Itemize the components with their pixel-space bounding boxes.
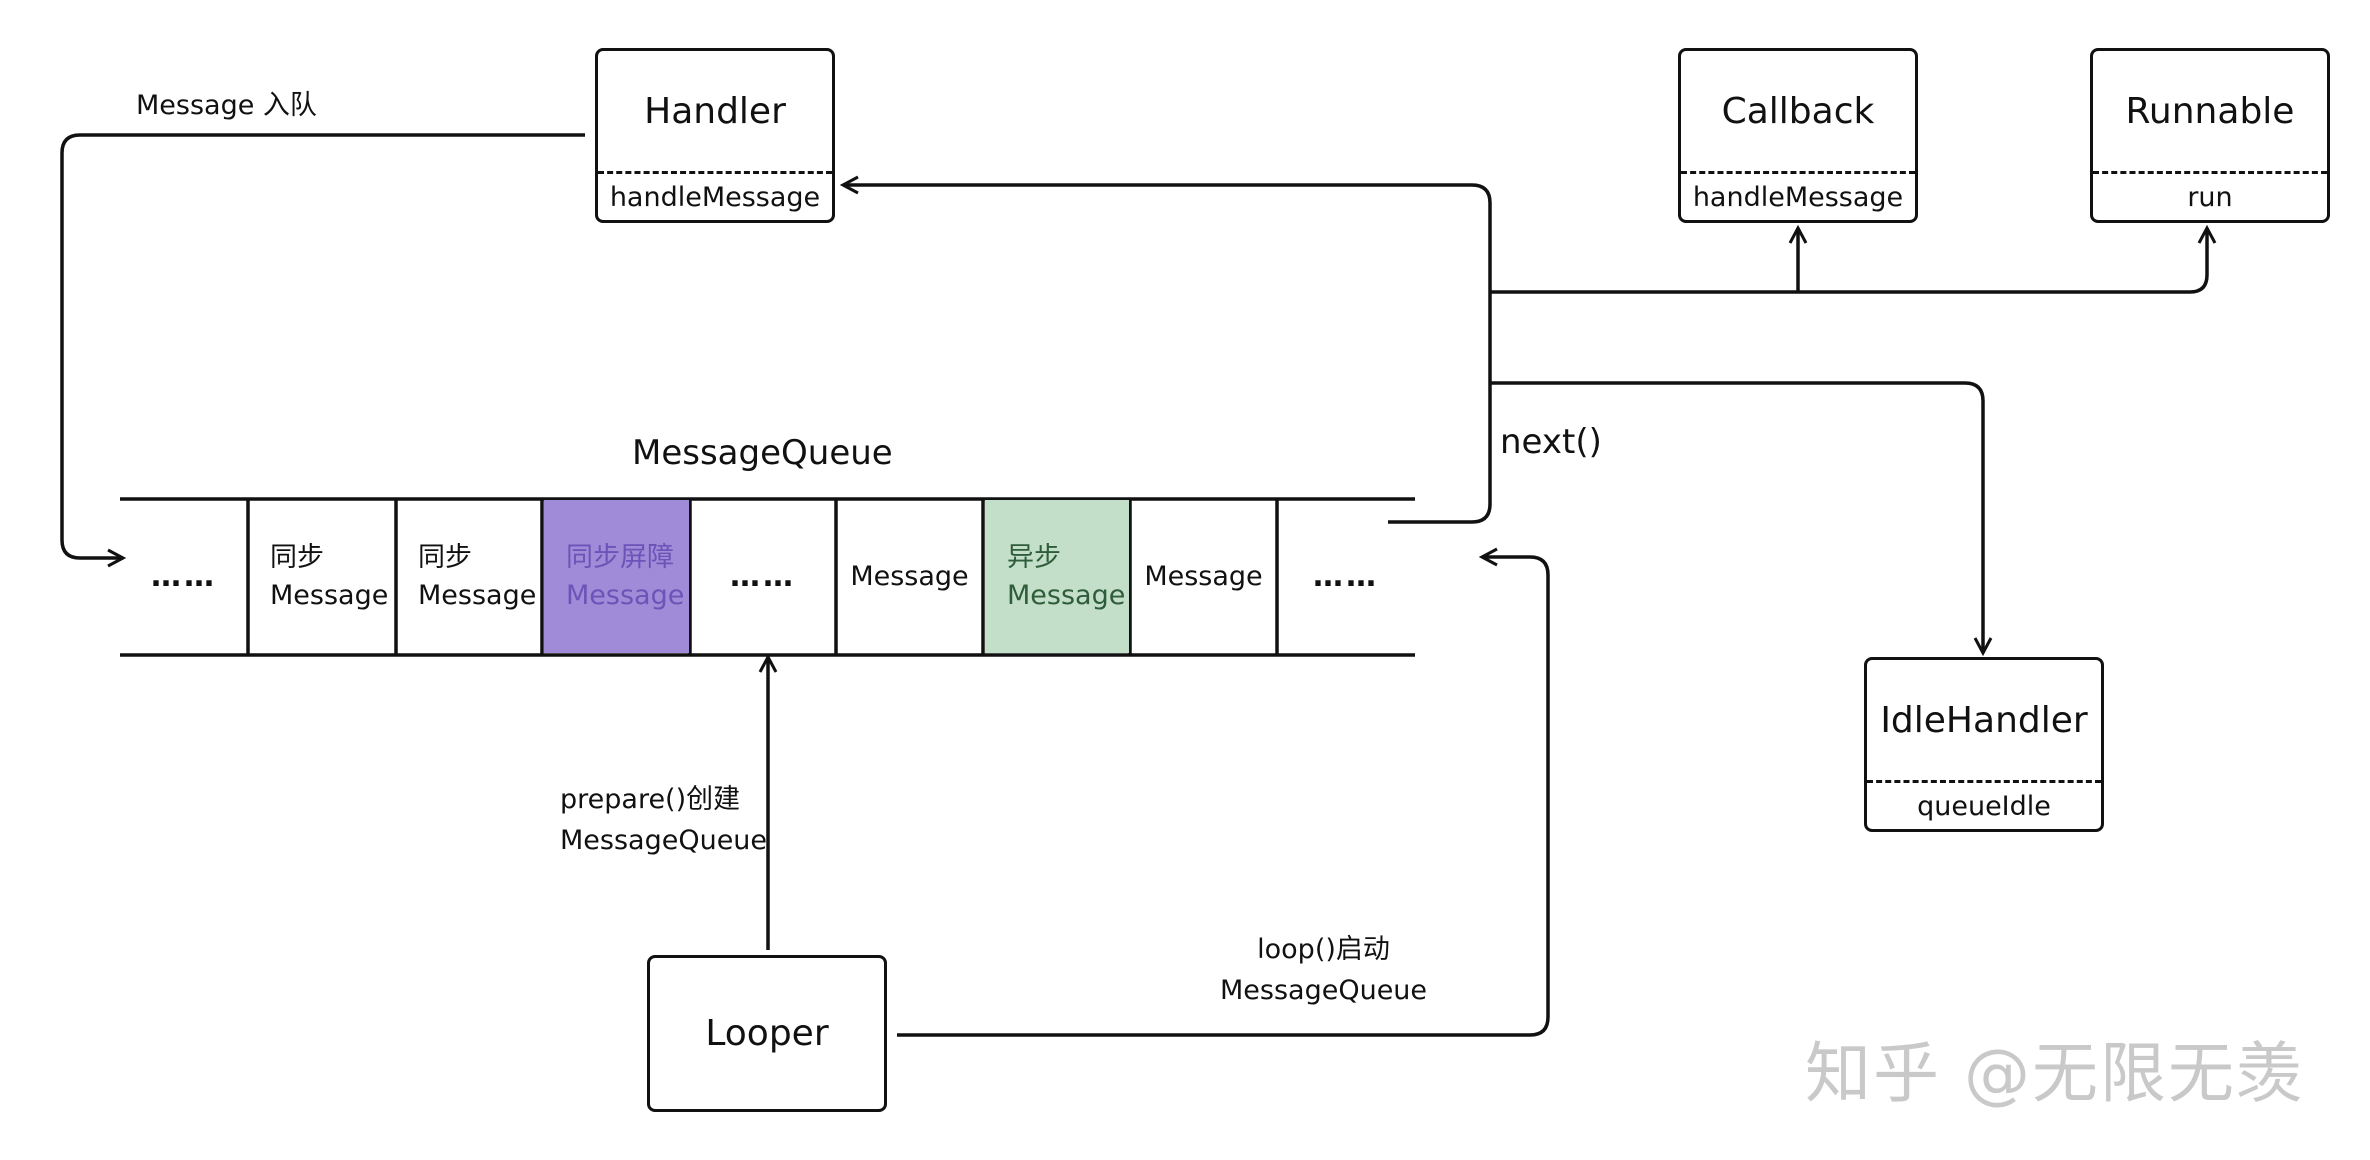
enqueue-label: Message 入队 xyxy=(136,90,317,121)
idlehandler-method: queueIdle xyxy=(1917,790,2051,822)
queue-cell-text: 同步 xyxy=(418,542,472,574)
prepare-label-line1: prepare()创建 xyxy=(560,784,741,815)
queue-cell-sync: 同步 Message xyxy=(248,500,396,653)
loop-arrow xyxy=(897,557,1550,1037)
queue-cell-text: 异步 xyxy=(1007,542,1061,574)
prepare-label-line2: MessageQueue xyxy=(560,824,768,856)
callback-box: Callback handleMessage xyxy=(1678,48,1918,223)
queue-cell-dots: …… xyxy=(690,500,836,653)
loop-label-line2: MessageQueue xyxy=(1220,974,1428,1006)
queue-cell-barrier: 同步屏障 Message xyxy=(544,500,689,653)
callback-title: Callback xyxy=(1721,90,1875,132)
queue-cell-text: Message xyxy=(418,579,537,611)
enqueue-arrow xyxy=(60,133,585,558)
queue-cell-text: Message xyxy=(270,579,389,611)
idlehandler-box: IdleHandler queueIdle xyxy=(1864,657,2104,832)
queue-cell-text: …… xyxy=(730,558,796,594)
queue-cell-text: Message xyxy=(1007,579,1126,611)
queue-cell-dots: …… xyxy=(1277,500,1415,653)
idlehandler-separator xyxy=(1867,780,2101,783)
queue-cell-text: Message xyxy=(1144,560,1263,592)
handler-box: Handler handleMessage xyxy=(595,48,835,223)
callback-separator xyxy=(1681,171,1915,174)
loop-label-line1: loop()启动 xyxy=(1257,934,1390,965)
runnable-separator xyxy=(2093,171,2327,174)
callback-method: handleMessage xyxy=(1692,181,1904,213)
queue-cell-message: Message xyxy=(1130,500,1277,653)
looper-box: Looper xyxy=(647,955,887,1112)
prepare-label: prepare()创建 MessageQueue xyxy=(560,780,767,861)
handler-method: handleMessage xyxy=(609,181,821,213)
runnable-method: run xyxy=(2187,181,2233,213)
queue-title: MessageQueue xyxy=(632,433,893,473)
queue-cell-sync: 同步 Message xyxy=(396,500,542,653)
queue-cell-text: …… xyxy=(1313,558,1379,594)
idlehandler-title: IdleHandler xyxy=(1880,699,2088,741)
dispatch-to-runnable-arrow xyxy=(1490,228,2207,294)
runnable-box: Runnable run xyxy=(2090,48,2330,223)
queue-cell-dots: …… xyxy=(120,500,248,653)
next-label: next() xyxy=(1500,422,1602,462)
loop-label: loop()启动 MessageQueue xyxy=(1220,930,1427,1011)
handler-separator xyxy=(598,171,832,174)
runnable-title: Runnable xyxy=(2125,90,2295,132)
queue-cell-text: Message xyxy=(566,579,685,611)
queue-cell-async: 异步 Message xyxy=(985,500,1129,653)
queue-cell-text: 同步 xyxy=(270,542,324,574)
dispatch-to-handler-arrow xyxy=(843,185,1492,524)
queue-cell-text: …… xyxy=(151,558,217,594)
queue-cell-text: 同步屏障 xyxy=(566,542,674,574)
queue-cell-message: Message xyxy=(836,500,983,653)
watermark: 知乎 @无限无羡 xyxy=(1805,1035,2304,1112)
queue-cell-text: Message xyxy=(850,560,969,592)
handler-title: Handler xyxy=(644,90,786,132)
dispatch-to-idlehandler-arrow xyxy=(1490,381,1983,653)
